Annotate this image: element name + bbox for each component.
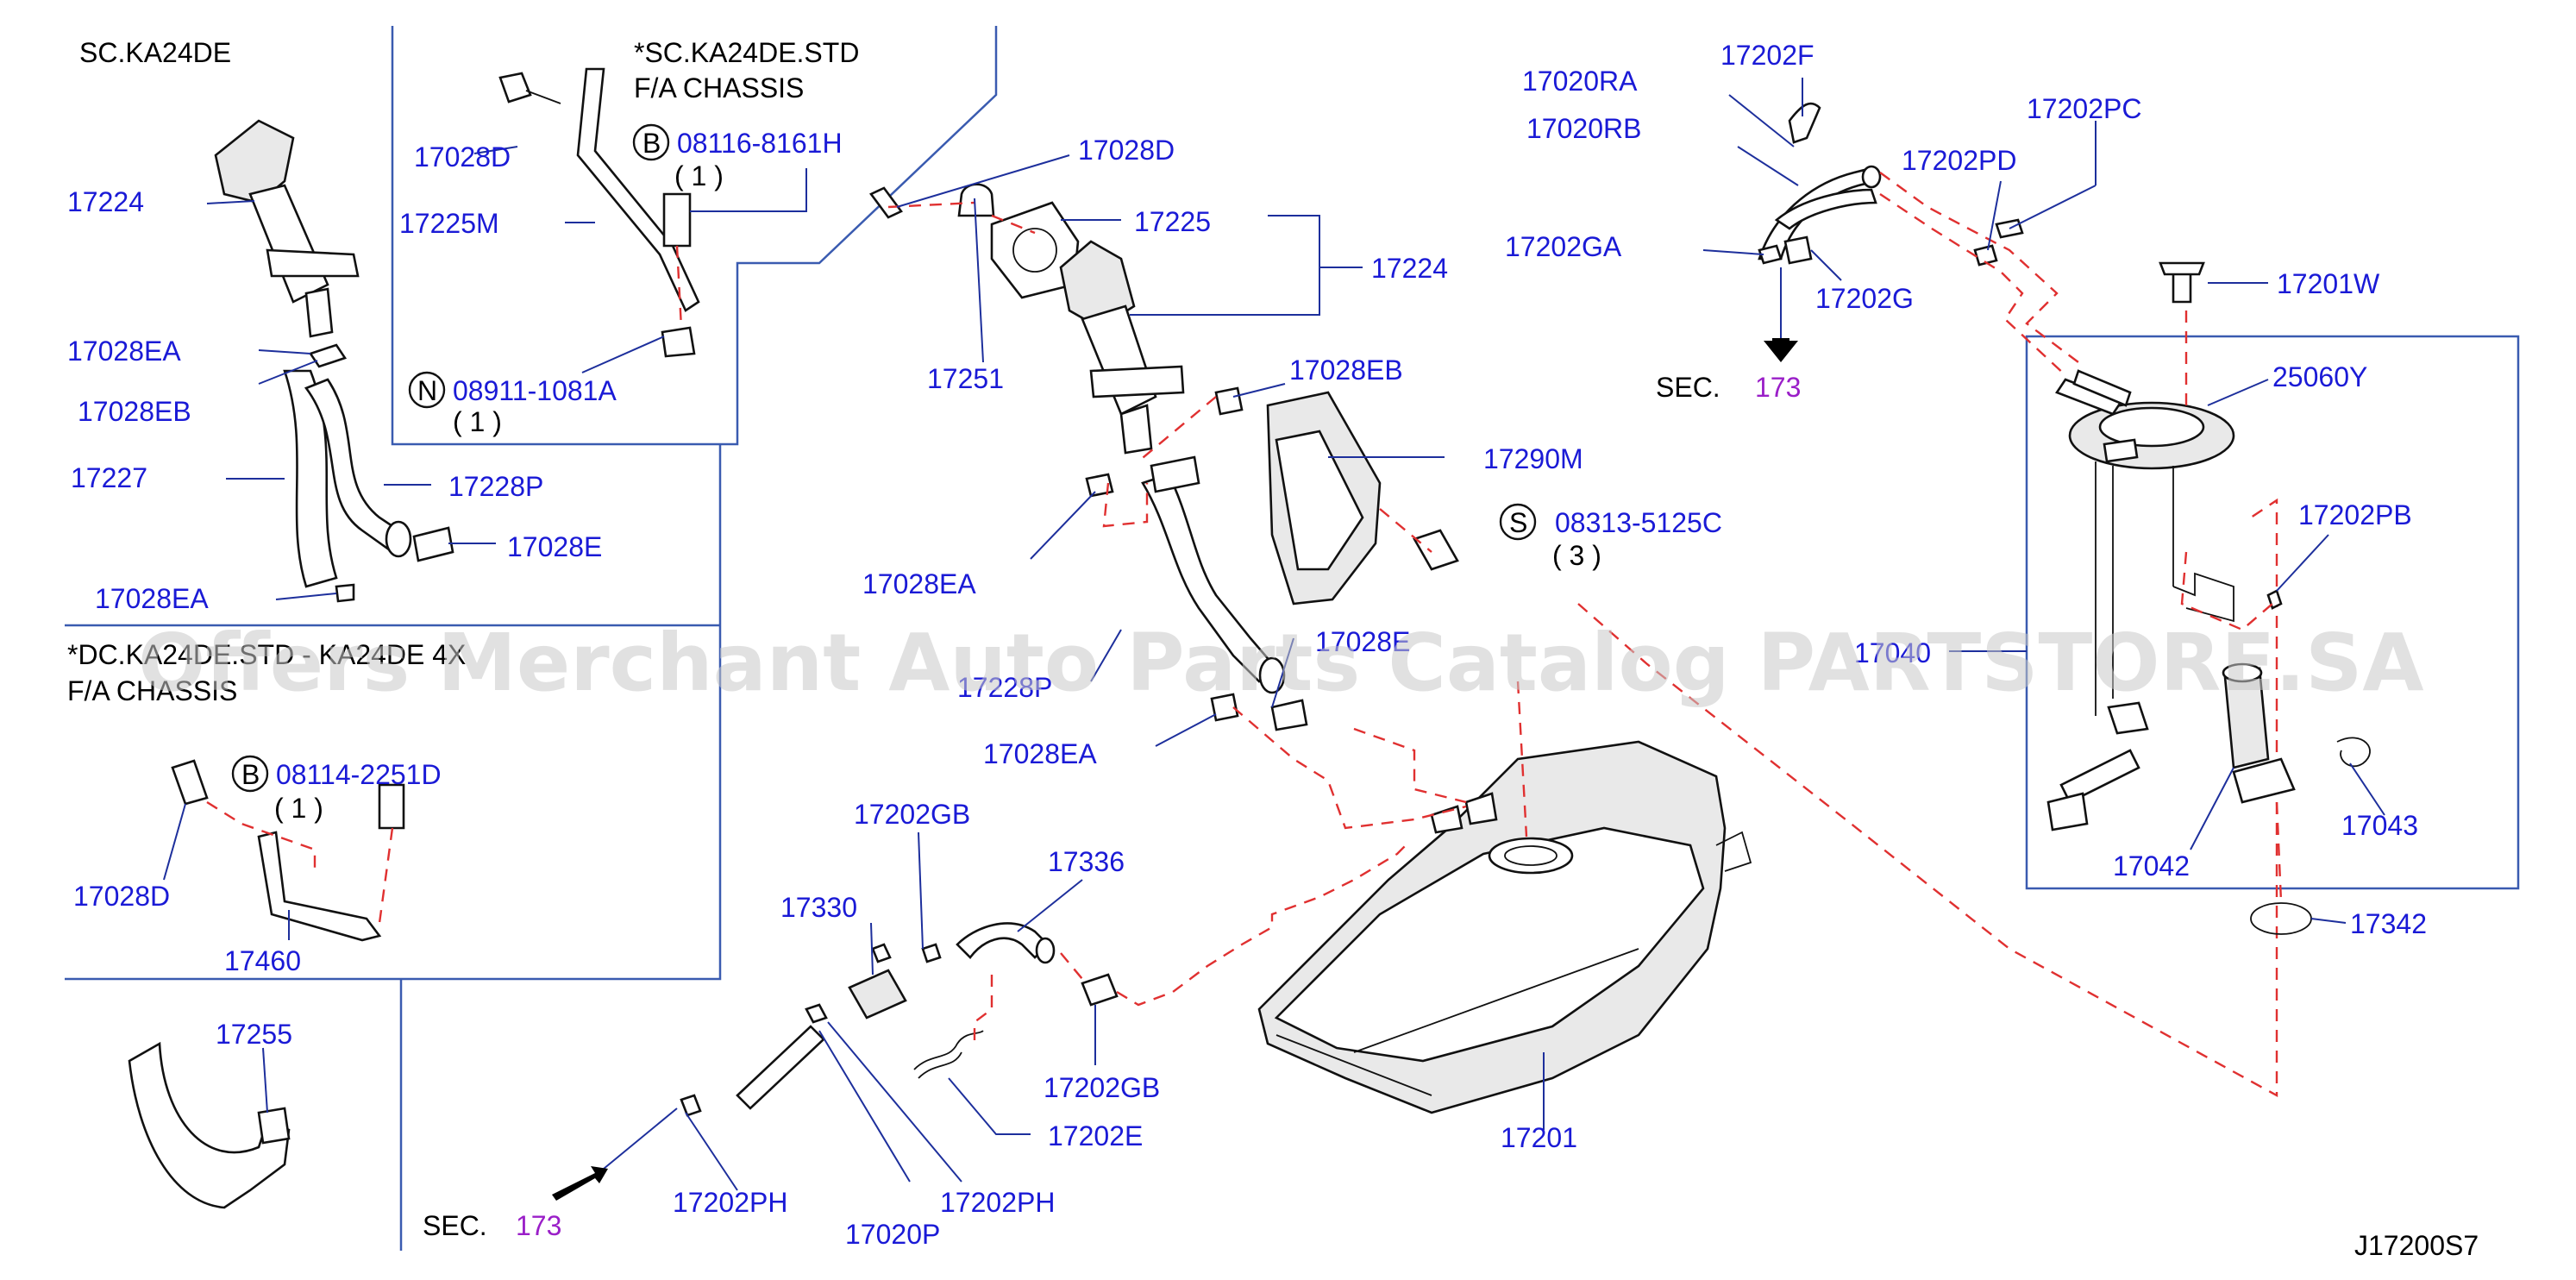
middle-filler-drawing <box>869 183 1459 731</box>
arrow-icon-sec-right <box>1764 338 1798 362</box>
label-08114-2251d: 08114-2251D <box>276 759 442 790</box>
label-17225: 17225 <box>1134 206 1211 237</box>
label-17028e-mid: 17028E <box>1315 626 1410 657</box>
label-17028ea-mid: 17028EA <box>862 568 976 599</box>
label-17342: 17342 <box>2350 908 2427 939</box>
circle-b2-marker <box>231 755 269 793</box>
label-17460: 17460 <box>224 945 301 976</box>
label-17202gb-top: 17202GB <box>854 799 970 830</box>
label-08116-8161h: 08116-8161H <box>677 128 843 159</box>
label-17330: 17330 <box>780 892 857 923</box>
label-17202gb-low: 17202GB <box>1044 1072 1160 1103</box>
lower-leader-lines <box>603 831 1096 1191</box>
strap-17255-drawing <box>128 1041 291 1209</box>
label-17202pb: 17202PB <box>2298 499 2412 530</box>
label-17336: 17336 <box>1048 846 1125 877</box>
label-25060y: 25060Y <box>2272 361 2367 392</box>
fuel-pump-assembly-drawing <box>2046 261 2371 935</box>
circle-b-letter: B <box>642 128 661 159</box>
section-frames <box>65 26 2520 1251</box>
pump-leader-lines <box>1949 282 2385 924</box>
label-17202pd: 17202PD <box>1902 145 2016 176</box>
label-17290m: 17290M <box>1483 443 1583 474</box>
vent-tube-drawing <box>1758 102 2079 376</box>
sc-std-leader-lines <box>473 146 807 373</box>
lower-hose-filter-drawing <box>680 840 1411 1117</box>
label-17028ea-1: 17028EA <box>67 336 181 367</box>
middle-leader-lines <box>896 154 1445 747</box>
section-sc-ka24de: SC.KA24DE <box>79 37 231 68</box>
label-17228p: 17228P <box>448 471 543 502</box>
label-17255: 17255 <box>216 1019 292 1050</box>
sec-label-left: SEC. <box>423 1210 487 1241</box>
sec-number-right[interactable]: 173 <box>1755 372 1801 403</box>
left-leader-lines <box>206 200 496 600</box>
label-17028e-left: 17028E <box>507 531 602 562</box>
circle-b2-letter: B <box>241 759 260 790</box>
label-17202e: 17202E <box>1048 1120 1143 1151</box>
label-17202ga: 17202GA <box>1505 231 1622 262</box>
label-17020ra: 17020RA <box>1522 66 1638 97</box>
label-08911-1081a: 08911-1081A <box>453 375 617 406</box>
section-dc-line1: *DC.KA24DE.STD - KA24DE 4X <box>67 639 466 670</box>
label-17227: 17227 <box>71 462 147 493</box>
label-17202ph-right: 17202PH <box>940 1187 1055 1218</box>
watermark-text: Offers Merchant Auto Parts Catalog PARTS… <box>138 617 2424 709</box>
qty-08313: ( 3 ) <box>1552 540 1601 571</box>
label-17020p: 17020P <box>845 1219 940 1250</box>
label-17028ea-2: 17028EA <box>95 583 209 614</box>
circle-b-marker <box>632 123 670 161</box>
label-17028eb-left: 17028EB <box>78 396 191 427</box>
arrow-icon-sec-left <box>552 1166 608 1201</box>
label-17224-left: 17224 <box>67 186 144 217</box>
label-17028ea-low: 17028EA <box>983 738 1097 769</box>
qty-08116: ( 1 ) <box>674 160 724 191</box>
label-17228p-mid: 17228P <box>957 672 1052 703</box>
dc-leader-lines <box>163 803 290 940</box>
label-17028d-top: 17028D <box>414 141 511 173</box>
circle-n-marker <box>408 371 446 409</box>
label-17202g: 17202G <box>1815 283 1914 314</box>
label-17020rb: 17020RB <box>1526 113 1641 144</box>
left-filler-neck-drawing <box>214 119 454 603</box>
section-dc-line2: F/A CHASSIS <box>67 675 237 706</box>
circle-s-marker <box>1499 503 1537 541</box>
label-08313-5125c: 08313-5125C <box>1555 507 1722 538</box>
sec-label-right: SEC. <box>1656 372 1720 403</box>
label-17225m: 17225M <box>399 208 499 239</box>
qty-08911: ( 1 ) <box>453 406 502 437</box>
label-17028d-mid: 17028D <box>1078 135 1175 166</box>
label-17251: 17251 <box>927 363 1004 394</box>
sc-std-bracket-drawing <box>498 67 700 358</box>
label-17028d-dc: 17028D <box>73 881 170 912</box>
label-17028eb-mid: 17028EB <box>1289 355 1403 386</box>
section-sc-std-line2: F/A CHASSIS <box>634 72 804 104</box>
diagram-code: J17200S7 <box>2354 1230 2479 1261</box>
label-17201: 17201 <box>1501 1122 1577 1153</box>
label-17201w: 17201W <box>2277 268 2380 299</box>
label-17042: 17042 <box>2113 850 2190 882</box>
vent-leader-lines <box>1702 78 2097 345</box>
label-17202ph-left: 17202PH <box>673 1187 787 1218</box>
qty-08114: ( 1 ) <box>274 793 323 824</box>
label-17224-mid: 17224 <box>1371 253 1448 284</box>
sec-number-left[interactable]: 173 <box>516 1210 561 1241</box>
label-17202pc: 17202PC <box>2027 93 2141 124</box>
label-17040: 17040 <box>1854 637 1931 668</box>
label-17202f: 17202F <box>1720 40 1814 71</box>
fuel-tank-drawing <box>1232 498 2278 1114</box>
leader-17255 <box>262 1047 268 1114</box>
section-sc-std-line1: *SC.KA24DE.STD <box>634 37 859 68</box>
label-17043: 17043 <box>2341 810 2418 841</box>
circle-n-letter: N <box>417 375 437 406</box>
circle-s-letter: S <box>1509 507 1527 538</box>
